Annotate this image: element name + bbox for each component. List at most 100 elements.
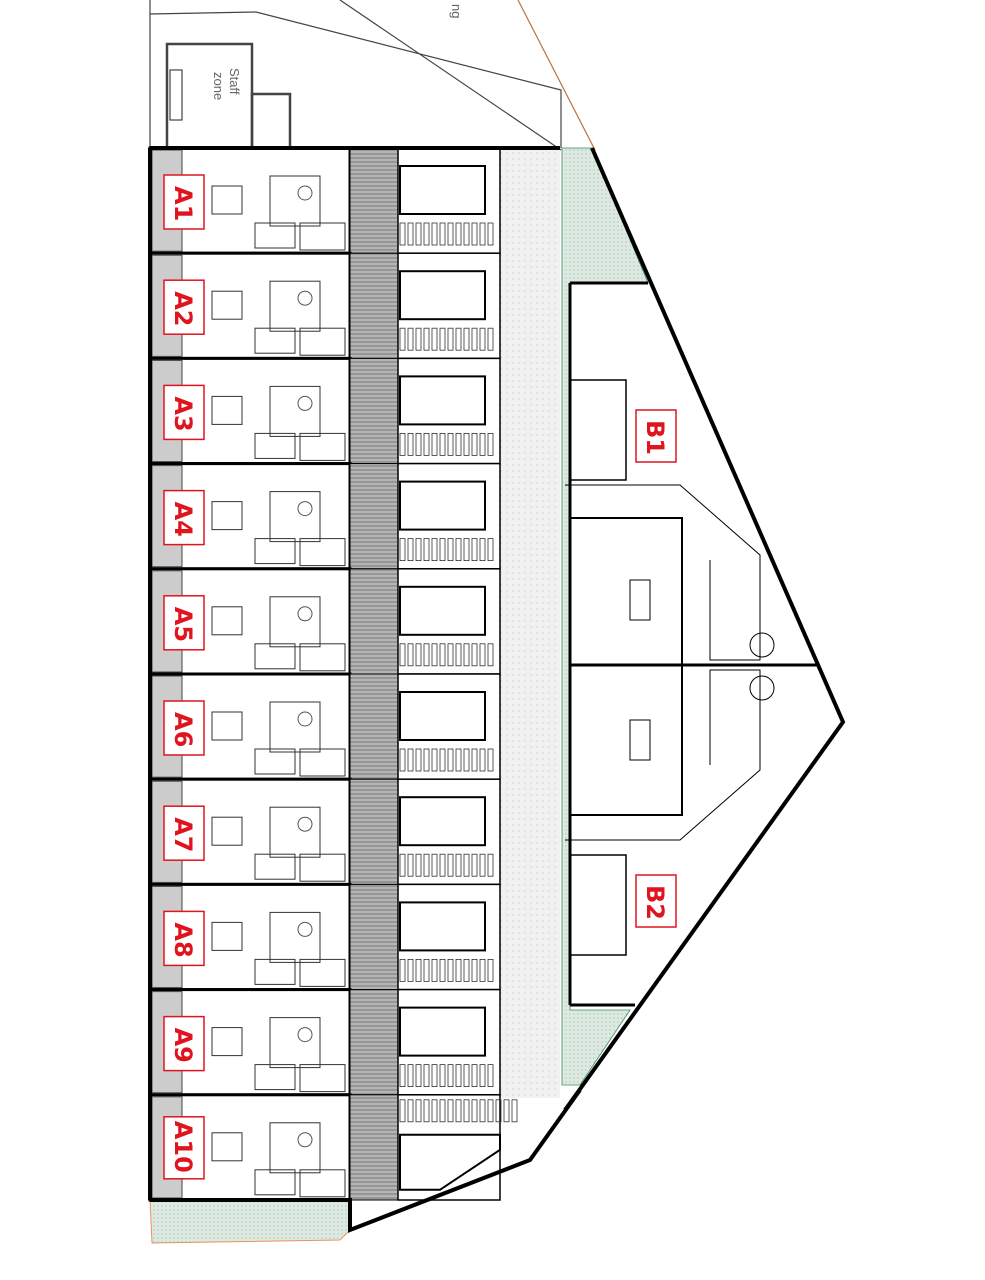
lounger [407, 538, 414, 561]
lounger [399, 959, 406, 982]
lounger [399, 432, 406, 456]
lounger [447, 327, 454, 351]
unit-a-5: A5 [148, 567, 501, 676]
lounger [431, 432, 438, 456]
lounger [423, 643, 430, 667]
pool [399, 480, 486, 531]
lounger [471, 538, 478, 561]
lounger [447, 959, 454, 982]
lounger [415, 748, 422, 772]
unit-label-b2: B2 [635, 874, 677, 928]
pool [399, 585, 486, 636]
pool [399, 796, 486, 847]
lounger [439, 432, 446, 456]
lounger [455, 538, 462, 561]
lounger [471, 748, 478, 772]
lounger [439, 853, 446, 877]
pool [399, 691, 486, 741]
lounger [471, 1099, 478, 1123]
lounger [447, 1099, 454, 1123]
unit-label-box [163, 700, 205, 756]
lounger [463, 1099, 470, 1123]
lounger [399, 538, 406, 561]
lounger [407, 853, 414, 877]
lounger [471, 853, 478, 877]
unit-a-6: A6 [148, 672, 501, 781]
lounger [431, 853, 438, 877]
lounger [479, 538, 486, 561]
deck [349, 883, 399, 991]
lounger [487, 538, 494, 561]
pool [399, 375, 486, 426]
unit-a-4: A4 [148, 462, 501, 571]
lounger [423, 748, 430, 772]
unit-label-box [163, 910, 205, 967]
unit-label-a6: A6 [169, 712, 197, 747]
garden-area [149, 1199, 351, 1244]
lounger [479, 432, 486, 456]
lounger [407, 1064, 414, 1087]
lounger [415, 853, 422, 877]
lounger [511, 1099, 518, 1123]
lounger [479, 748, 486, 772]
lounger [415, 1064, 422, 1087]
lounger [447, 643, 454, 667]
lounger [407, 432, 414, 456]
unit-a-8: A8 [148, 882, 501, 992]
lounger [471, 959, 478, 982]
unit-a-1: A1 [148, 146, 501, 255]
deck [349, 778, 399, 885]
unit-label-box [163, 489, 205, 546]
unit-label-a4: A4 [169, 502, 197, 537]
lounger [447, 432, 454, 456]
lounger [431, 1064, 438, 1087]
unit-label-box [163, 1116, 205, 1180]
deck [349, 357, 399, 465]
lounger [471, 643, 478, 667]
lounger [463, 538, 470, 561]
pool [399, 1006, 486, 1057]
lounger [399, 327, 406, 351]
lounger [463, 222, 470, 246]
lounger [415, 643, 422, 667]
lounger [455, 959, 462, 982]
unit-label-box [163, 279, 205, 335]
lounger [407, 222, 414, 246]
lounger [487, 1064, 494, 1087]
green-strip [561, 147, 649, 1086]
unit-label-a10: A10 [169, 1121, 197, 1173]
lounger [439, 959, 446, 982]
lounger [407, 748, 414, 772]
lounger [399, 1099, 406, 1123]
unit-label-a9: A9 [169, 1028, 197, 1063]
lounger [463, 853, 470, 877]
lounger [399, 1064, 406, 1087]
road-label-fragment: ng [449, 4, 464, 18]
lounger [479, 853, 486, 877]
lounger [455, 748, 462, 772]
lounger [423, 538, 430, 561]
unit-label-a1: A1 [169, 186, 197, 221]
unit-label-a7: A7 [169, 817, 197, 852]
lounger [487, 1099, 494, 1123]
lounger [439, 222, 446, 246]
lounger [407, 1099, 414, 1123]
lounger [479, 959, 486, 982]
walkway [500, 148, 560, 1098]
lounger [447, 222, 454, 246]
lounger [487, 643, 494, 667]
staff-zone-label: Staff [227, 68, 242, 95]
lounger [439, 1099, 446, 1123]
lounger [455, 1099, 462, 1123]
unit-a-10: A10 [148, 1093, 518, 1202]
lounger [487, 853, 494, 877]
lounger [407, 643, 414, 667]
unit-label-b1-text: B1 [641, 420, 669, 455]
lounger [503, 1099, 510, 1123]
lounger [423, 327, 430, 351]
lounger [455, 643, 462, 667]
lounger [463, 748, 470, 772]
unit-label-b2-text: B2 [641, 885, 669, 920]
lounger [423, 959, 430, 982]
pool [399, 270, 486, 321]
